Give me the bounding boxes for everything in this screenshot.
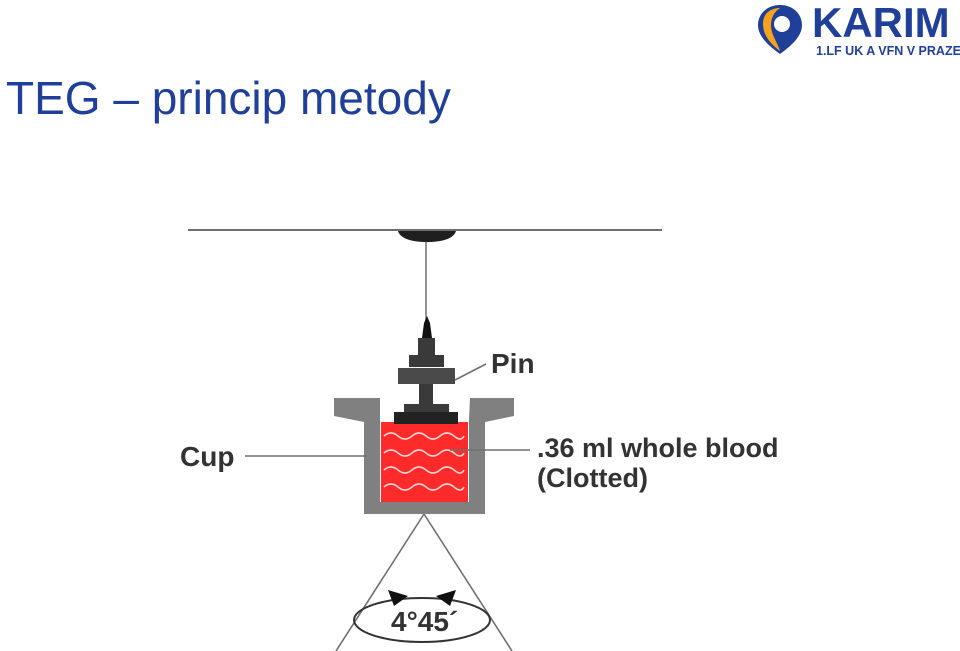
pin <box>394 316 458 424</box>
rotation-arrows-icon <box>388 590 456 606</box>
pin-leader <box>454 363 487 381</box>
blood-volume-label: .36 ml whole blood <box>537 433 779 463</box>
map-pin-icon <box>758 5 802 54</box>
rotation-cone <box>335 513 513 651</box>
clotted-label: (Clotted) <box>537 463 648 493</box>
page-title: TEG – princip metody <box>6 72 451 124</box>
pin-label: Pin <box>491 348 535 379</box>
clot-waves <box>383 432 465 491</box>
wire-mount <box>398 231 456 242</box>
logo-name: KARIM <box>812 0 950 46</box>
logo-subtitle: 1.LF UK A VFN V PRAZE <box>816 44 960 58</box>
cup-label: Cup <box>180 441 234 472</box>
karim-logo: KARIM 1.LF UK A VFN V PRAZE <box>754 0 960 62</box>
cup <box>334 398 514 514</box>
rotation-angle-label: 4°45´ <box>391 606 458 637</box>
